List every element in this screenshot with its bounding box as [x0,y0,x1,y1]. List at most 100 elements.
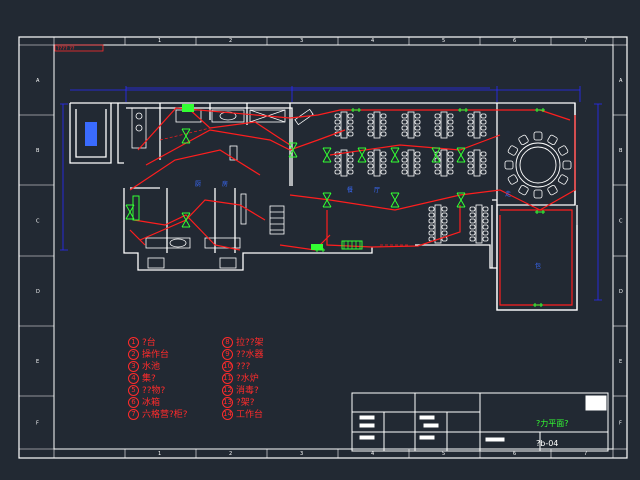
sheet-inner-frame [53,44,614,450]
legend-item: 13?架? [222,397,255,409]
legend-number: 8 [222,337,233,348]
svg-text:房: 房 [222,180,228,188]
border-row-label: C [36,219,40,225]
svg-text:餐: 餐 [347,186,353,194]
light-fixture-icon [431,147,441,163]
border-row-label: A [619,78,623,84]
border-col-label: 1 [158,451,161,457]
legend-item: 1?台 [128,337,156,349]
border-row-label: D [619,289,623,295]
border-col-label: 6 [513,38,516,44]
border-row-labels: A A B B C C D D E E F F [36,78,623,427]
legend-number: 6 [128,397,139,408]
socket-icon [535,210,545,214]
room-labels: 厨 房 餐 厅 包 走 [85,122,541,270]
legend-item: 10??? [222,361,250,373]
border-col-label: 1 [158,38,161,44]
drawing-number: ?b-04 [536,439,559,448]
border-row-label: D [36,289,40,295]
light-fixture-icon [322,192,332,208]
border-row-label: E [619,359,622,365]
electrical-circuits [129,107,576,306]
border-row-label: F [619,421,622,427]
legend-label: ??物? [142,386,166,396]
legend-number: 2 [128,349,139,360]
legend-number: 1 [128,337,139,348]
border-col-label: 7 [584,38,587,44]
light-fixture-icon [357,147,367,163]
light-fixture-icon [181,212,191,228]
border-row-label: F [36,421,39,427]
legend-label: 集? [142,374,156,384]
legend-label: ?水炉 [236,374,259,384]
legend-number: 12 [222,385,233,396]
round-table [515,142,561,188]
border-col-label: 5 [442,451,445,457]
fixtures-furniture [131,107,314,269]
legend-label: ??? [236,362,251,372]
legend-label: ?架? [236,398,255,408]
legend-label: ??水器 [236,350,264,360]
light-fixture-icon [125,204,135,220]
dining-area [334,111,489,244]
dimension-lines [60,86,602,301]
legend-label: 水池 [142,362,161,372]
border-row-label: E [36,359,39,365]
svg-text:厨: 厨 [195,181,201,188]
legend-number: 5 [128,385,139,396]
border-col-label: 5 [442,38,445,44]
legend-item: 11?水炉 [222,373,259,385]
light-fixture-icon [181,128,191,144]
border-row-label: A [36,78,40,84]
border-col-label: 7 [584,451,587,457]
light-fixture-icon [288,142,298,158]
legend-label: 消毒? [236,386,259,396]
border-col-label: 6 [513,451,516,457]
border-row-label: B [619,148,623,154]
round-table-chairs [504,131,572,199]
legend-number: 7 [128,409,139,420]
socket-icon [351,108,361,112]
legend-number: 3 [128,361,139,372]
svg-text:厅: 厅 [374,187,380,194]
border-col-label: 4 [371,451,374,457]
border-row-label: C [619,219,623,225]
legend-label: 拉??架 [236,338,264,348]
border-col-label: 2 [229,451,232,457]
drawing-title: ?力平面? [536,419,569,428]
svg-text:包: 包 [535,262,541,270]
legend-number: 4 [128,373,139,384]
legend-label: 冰箱 [142,398,161,408]
legend-label: 工作台 [236,410,264,420]
light-fixture-icon [456,192,466,208]
legend-label: 操作台 [142,350,170,360]
border-col-label: 3 [300,451,303,457]
light-fixture-icon [390,147,400,163]
legend-item: 9??水器 [222,349,264,361]
drawing-stamp: ???? ?? [54,44,104,52]
legend-number: 9 [222,349,233,360]
legend-number: 10 [222,361,233,372]
border-col-label: 4 [371,38,374,44]
svg-text:???? ??: ???? ?? [57,46,75,52]
legend-number: 11 [222,373,233,384]
border-row-label: B [36,148,40,154]
border-col-label: 2 [229,38,232,44]
legend-number: 13 [222,397,233,408]
light-fixture-icon [322,147,332,163]
legend-label: 六格营?柜? [142,410,188,420]
border-col-label: 3 [300,38,303,44]
panel-box [132,104,363,250]
title-block [351,392,609,452]
sheet-outer-frame [18,36,628,459]
